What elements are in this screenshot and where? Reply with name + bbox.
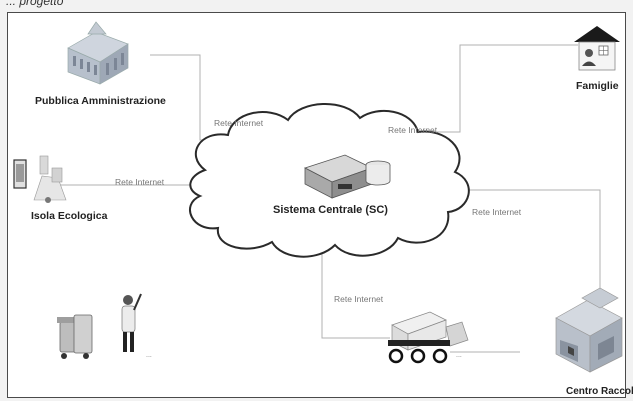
operator-caption: ...: [146, 352, 152, 359]
waste-bins-icon: [57, 314, 93, 359]
truck-icon: [388, 311, 469, 364]
ecological-island-icon: [13, 155, 67, 203]
family-house-icon: [574, 26, 620, 71]
node-label-isola: Isola Ecologica: [31, 210, 108, 222]
database-icon: [365, 160, 391, 186]
node-label-sistema-centrale: Sistema Centrale (SC): [273, 204, 388, 216]
collection-center-icon: [555, 287, 623, 373]
link-line-famiglie: [395, 44, 578, 133]
server-icon: [303, 154, 374, 199]
node-label-pa: Pubblica Amministrazione: [35, 95, 166, 107]
link-label-famiglie: Rete Internet: [388, 125, 438, 135]
link-label-raccolta: Rete Internet: [472, 207, 522, 217]
node-label-centro-raccolta: Centro Raccolta: [566, 386, 633, 397]
public-administration-building-icon: [67, 21, 129, 85]
node-label-famiglie: Famiglie: [576, 80, 619, 92]
caption-text: ... progetto: [6, 0, 64, 8]
link-label-isola: Rete Internet: [115, 177, 165, 187]
link-line-raccolta: [448, 189, 601, 310]
link-line-truck: [321, 252, 390, 339]
truck-caption: ...: [456, 352, 462, 359]
link-label-truck: Rete Internet: [334, 294, 384, 304]
figure-caption-fragment: ... progetto: [0, 0, 633, 12]
operator-person-icon: [121, 293, 142, 352]
link-label-pa: Rete Internet: [214, 118, 264, 128]
